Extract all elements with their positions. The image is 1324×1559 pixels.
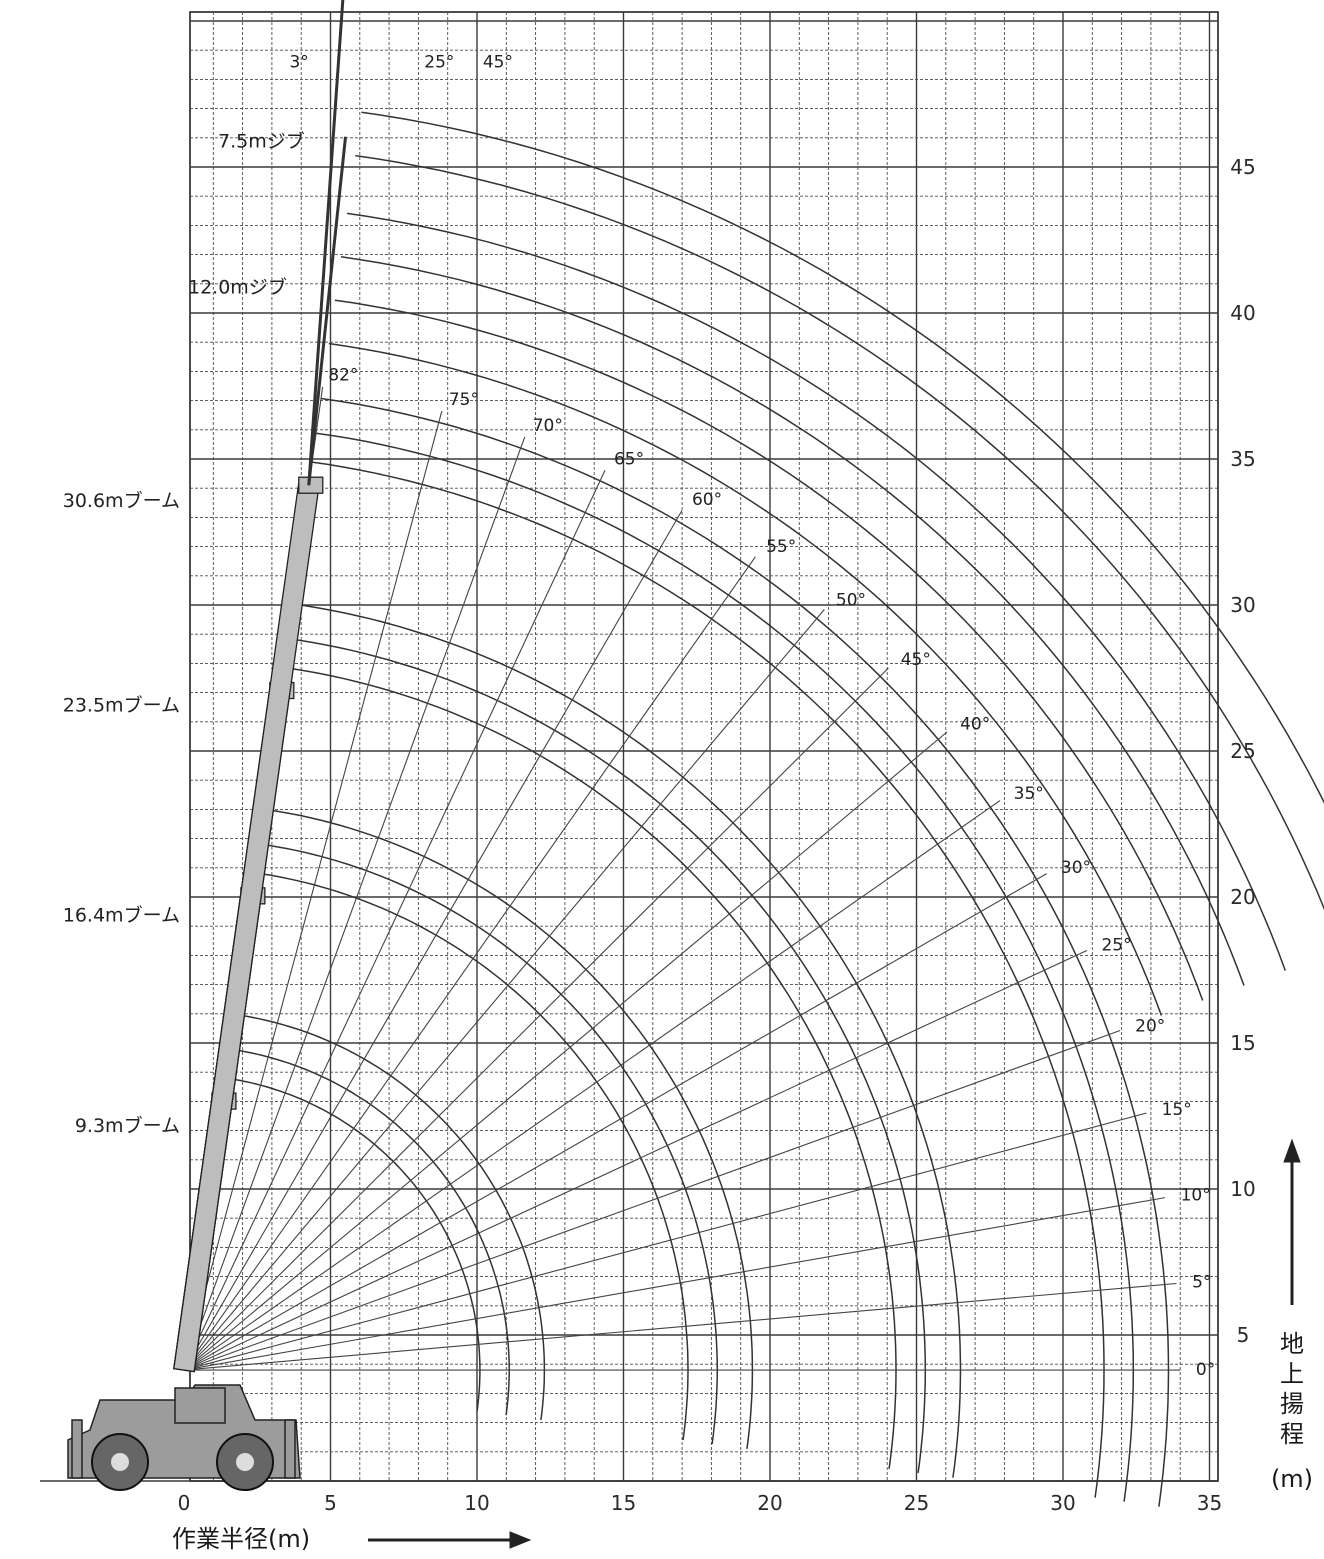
angle-label: 65° bbox=[614, 450, 644, 470]
jib-line bbox=[307, 0, 345, 486]
x-tick-label: 35 bbox=[1197, 1491, 1222, 1515]
y-tick-label: 45 bbox=[1230, 155, 1255, 179]
jib-reach-arc bbox=[355, 154, 1324, 911]
boom-label: 16.4mブーム bbox=[63, 904, 180, 927]
y-axis-title-char: 程 bbox=[1280, 1420, 1304, 1448]
x-tick-label: 20 bbox=[757, 1491, 782, 1515]
angle-ray bbox=[183, 667, 889, 1371]
y-tick-label: 10 bbox=[1230, 1177, 1255, 1201]
boom-reach-arc bbox=[287, 637, 927, 1473]
crane-vehicle bbox=[67, 1384, 301, 1491]
angle-label: 60° bbox=[692, 490, 722, 510]
angle-label: 30° bbox=[1061, 858, 1091, 878]
angle-label: 35° bbox=[1014, 784, 1044, 804]
boom-reach-arc bbox=[229, 1048, 510, 1416]
jib-line bbox=[307, 136, 348, 486]
outrigger-right bbox=[284, 1419, 296, 1479]
angle-ray bbox=[183, 1029, 1121, 1371]
y-tick-label: 40 bbox=[1230, 301, 1255, 325]
angle-ray bbox=[183, 1197, 1166, 1371]
jib-label: 7.5mジブ bbox=[218, 130, 305, 153]
x-tick-label: 15 bbox=[611, 1491, 636, 1515]
boom-reach-arc bbox=[282, 666, 897, 1469]
y-axis-unit: (m) bbox=[1271, 1465, 1313, 1493]
boom-shape bbox=[173, 483, 320, 1373]
angle-ray bbox=[183, 1112, 1147, 1371]
boom-reach-arc bbox=[234, 1013, 546, 1421]
x-tick-label: 5 bbox=[324, 1491, 337, 1515]
angle-ray bbox=[183, 509, 683, 1371]
jib-offset-label: 45° bbox=[483, 53, 513, 73]
x-tick-label: 30 bbox=[1050, 1491, 1075, 1515]
rear-hub bbox=[236, 1453, 254, 1471]
boom-label: 30.6mブーム bbox=[63, 489, 180, 512]
plot-frame bbox=[189, 11, 1219, 1482]
boom-label: 23.5mブーム bbox=[63, 693, 180, 716]
front-hub bbox=[111, 1453, 129, 1471]
jib-offset-label: 25° bbox=[424, 53, 454, 73]
x-tick-label: 0 bbox=[178, 1491, 191, 1515]
jib-reach-arc bbox=[340, 256, 1245, 986]
jib-reach-arc bbox=[328, 342, 1163, 1016]
x-tick-label: 10 bbox=[464, 1491, 489, 1515]
angle-label: 82° bbox=[328, 365, 358, 385]
angle-ray bbox=[183, 873, 1048, 1371]
boom-reach-arc bbox=[311, 461, 1105, 1498]
angle-label: 75° bbox=[449, 390, 479, 410]
angle-label: 55° bbox=[766, 537, 796, 557]
boom-reach-arc bbox=[315, 432, 1135, 1502]
x-axis-title: 作業半径(m) bbox=[172, 1525, 310, 1553]
angle-label: 5° bbox=[1192, 1272, 1211, 1292]
angle-label: 15° bbox=[1162, 1100, 1192, 1120]
y-tick-label: 15 bbox=[1230, 1031, 1255, 1055]
y-tick-label: 30 bbox=[1230, 593, 1255, 617]
boom-reach-arc bbox=[320, 397, 1170, 1507]
crane-cab bbox=[174, 1387, 226, 1424]
y-tick-label: 35 bbox=[1230, 447, 1255, 471]
boom-reach-arc bbox=[225, 1077, 481, 1412]
boom-positions bbox=[173, 0, 348, 1373]
angle-ray bbox=[183, 410, 443, 1371]
angle-ray bbox=[183, 800, 1001, 1371]
y-tick-label: 20 bbox=[1230, 885, 1255, 909]
boom-reach-arcs bbox=[225, 111, 1324, 1507]
y-tick-label: 25 bbox=[1230, 739, 1255, 763]
y-axis-title-char: 上 bbox=[1280, 1360, 1304, 1388]
angle-label: 0° bbox=[1196, 1360, 1215, 1380]
jib-label: 12.0mジブ bbox=[188, 276, 287, 299]
angle-ray bbox=[183, 556, 756, 1371]
angle-label: 40° bbox=[960, 714, 990, 734]
grid bbox=[40, 11, 1219, 1482]
angle-ray bbox=[183, 609, 825, 1371]
angle-ray bbox=[183, 470, 606, 1371]
y-axis-title-char: 揚 bbox=[1280, 1390, 1304, 1418]
y-axis-arrow-head bbox=[1283, 1138, 1301, 1163]
boom-label: 9.3mブーム bbox=[75, 1114, 180, 1137]
boom-reach-arc bbox=[253, 871, 689, 1440]
jib-reach-arc bbox=[361, 111, 1324, 804]
angle-label: 20° bbox=[1135, 1016, 1165, 1036]
x-tick-label: 25 bbox=[904, 1491, 929, 1515]
angle-ray bbox=[183, 1282, 1177, 1371]
angle-label: 25° bbox=[1101, 936, 1131, 956]
y-axis-title-char: 地 bbox=[1280, 1330, 1304, 1358]
x-axis-arrow-head bbox=[509, 1531, 532, 1549]
boom-reach-arc bbox=[291, 603, 962, 1478]
angle-label: 70° bbox=[533, 416, 563, 436]
angle-label: 10° bbox=[1181, 1186, 1211, 1206]
angle-ray bbox=[183, 949, 1088, 1371]
angle-ray bbox=[183, 731, 948, 1371]
angle-label: 50° bbox=[836, 591, 866, 611]
jib-reach-arc bbox=[334, 299, 1204, 1001]
y-tick-label: 5 bbox=[1237, 1323, 1250, 1347]
boom-reach-arc bbox=[262, 808, 754, 1449]
angle-label: 45° bbox=[901, 650, 931, 670]
boom-angle-rays bbox=[183, 386, 1181, 1371]
jib-reach-arc bbox=[346, 212, 1287, 971]
outrigger-left bbox=[71, 1419, 83, 1479]
boom-reach-arc bbox=[258, 843, 719, 1445]
jib-offset-label: 3° bbox=[289, 53, 308, 73]
angle-ray bbox=[183, 436, 526, 1371]
